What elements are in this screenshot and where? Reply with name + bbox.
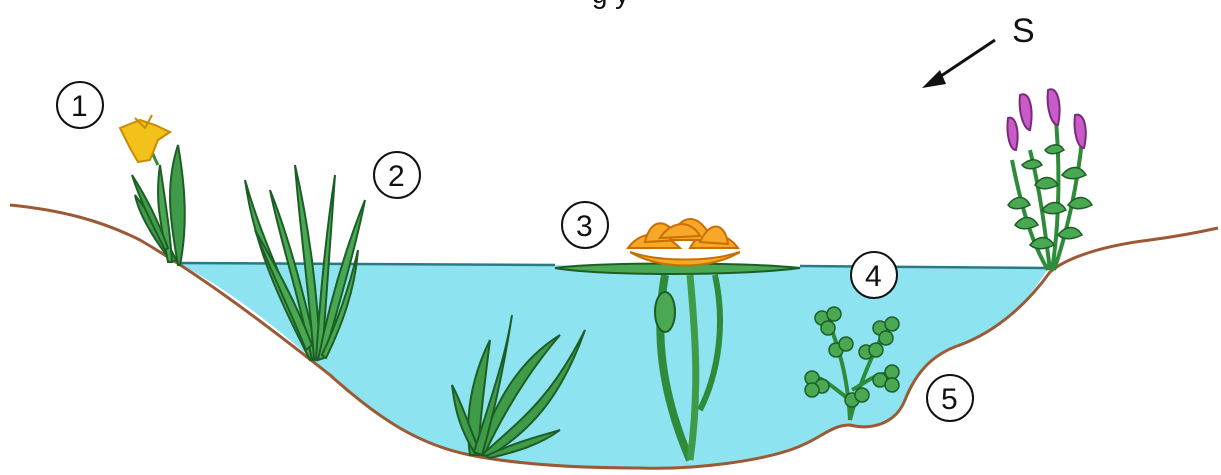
zone-label-3: 3 <box>562 202 608 248</box>
svg-text:5: 5 <box>941 383 958 416</box>
zone-label-4: 4 <box>851 252 897 298</box>
svg-text:3: 3 <box>576 210 593 243</box>
svg-text:1: 1 <box>71 90 88 123</box>
yellow-iris-plant <box>120 115 185 265</box>
svg-text:4: 4 <box>865 260 882 293</box>
purple-loosestrife-plant <box>1007 89 1092 270</box>
zone-label-2: 2 <box>374 152 420 198</box>
svg-text:2: 2 <box>388 160 405 193</box>
zone-label-5: 5 <box>927 375 973 421</box>
compass-arrow <box>922 40 995 88</box>
compass-letter: S <box>1012 12 1035 50</box>
zone-label-1: 1 <box>57 82 103 128</box>
